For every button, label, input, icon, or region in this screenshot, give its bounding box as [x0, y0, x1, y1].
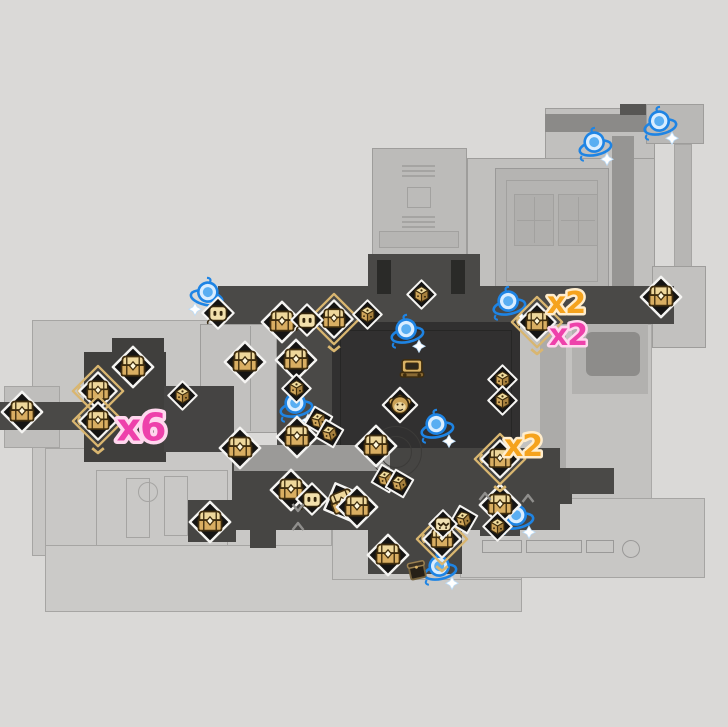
roof-tick [620, 104, 648, 115]
dice-icon[interactable] [486, 384, 519, 417]
porch-pillar [451, 260, 465, 294]
warp-trotter-icon[interactable] [414, 405, 460, 451]
porch-pillar [377, 260, 391, 294]
arrow-up-icon [520, 492, 536, 504]
robot-face-icon[interactable] [200, 295, 236, 331]
masked-face-icon[interactable] [427, 508, 459, 540]
dice-icon[interactable] [351, 298, 384, 331]
arrow-up-icon [290, 520, 306, 532]
building-northwest-seam [250, 326, 251, 431]
robot-face-icon[interactable] [289, 302, 325, 338]
treasure-chest-icon[interactable] [0, 389, 45, 435]
ornate-chest-icon[interactable] [508, 293, 566, 357]
stairs-lower [402, 216, 435, 230]
tatami-right [558, 194, 598, 246]
altar-square [407, 187, 431, 208]
gift-box-icon[interactable] [399, 552, 435, 588]
stairs-upper [402, 165, 435, 180]
warp-trotter-icon[interactable] [572, 123, 618, 169]
bench-slot [526, 540, 582, 553]
monkey-face-icon[interactable] [380, 385, 420, 425]
bench-slot [482, 540, 522, 553]
arrow-down-icon [290, 502, 306, 514]
dice-icon[interactable] [481, 510, 514, 543]
bench-slot [586, 540, 614, 553]
console-icon[interactable] [394, 349, 430, 385]
arrow-up-icon [477, 490, 493, 502]
stub-below-road [250, 526, 276, 548]
treasure-chest-icon[interactable] [638, 274, 684, 320]
treasure-chest-icon[interactable] [187, 499, 233, 545]
dice-icon[interactable] [405, 278, 438, 311]
treasure-chest-icon[interactable] [217, 425, 263, 471]
bottom-left-bar [164, 476, 188, 536]
treasure-chest-icon[interactable] [222, 339, 268, 385]
dark-blob [586, 332, 640, 376]
bottom-left-circle [138, 482, 158, 502]
dice-icon[interactable] [280, 372, 313, 405]
dice-icon[interactable] [166, 379, 199, 412]
warp-trotter-icon[interactable] [637, 102, 683, 148]
ornate-chest-icon[interactable] [471, 430, 529, 494]
roof-band [545, 114, 676, 132]
hall-band [379, 231, 459, 248]
road-bottom-right-step [570, 468, 614, 494]
bottom-left-bar [126, 478, 150, 538]
ornate-chest-icon[interactable] [69, 392, 127, 456]
tatami-left [514, 194, 554, 246]
corridor-band-right [612, 136, 634, 310]
bottom-right-circle [622, 540, 640, 558]
